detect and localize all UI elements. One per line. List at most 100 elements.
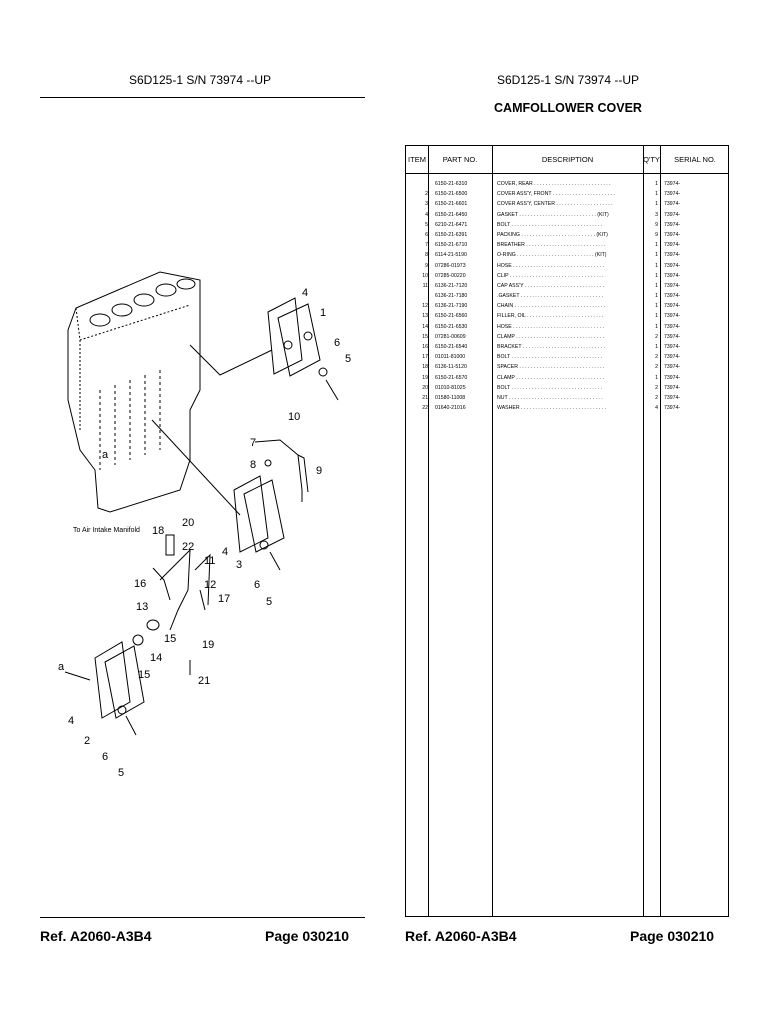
callout: 5 [118, 767, 124, 779]
left-footer-rule [40, 917, 365, 918]
qty-cell: 2 [655, 394, 658, 401]
qty-cell: 9 [655, 231, 658, 238]
oil-filler [159, 548, 191, 631]
callout: 12 [204, 579, 216, 591]
qty-cell: 1 [655, 374, 658, 381]
serial-no-cell: 73974- [664, 405, 681, 412]
item-cell: 10 [422, 272, 428, 279]
to-air-intake-label: To Air Intake Manifold [73, 527, 140, 534]
callout: 11 [204, 555, 215, 567]
callout: 1 [320, 307, 326, 319]
front-gasket [94, 641, 131, 719]
callout: 21 [198, 675, 210, 687]
callout: 14 [150, 652, 162, 664]
part-no-cell: 6114-21-5190 [435, 252, 467, 259]
table-row: 22 01640-21016 WASHER . . . . . . . . . . … [406, 404, 728, 414]
serial-no-cell: 73974- [664, 272, 681, 279]
serial-no-cell: 73974- [664, 323, 681, 330]
rear-gasket [267, 297, 303, 375]
qty-cell: 2 [655, 384, 658, 391]
callout: 8 [250, 459, 256, 471]
qty-cell: 1 [655, 262, 658, 269]
table-row: 13 6150-21-6560 FILLER, OIL . . . . . . . … [406, 312, 728, 322]
description-cell: CAP ASS'Y . . . . . . . . . . . . . . . … [497, 282, 605, 289]
item-cell: 13 [422, 313, 428, 320]
qty-cell: 1 [655, 293, 658, 300]
callout: 4 [302, 287, 308, 299]
callout: 19 [202, 639, 214, 651]
item-cell: 19 [422, 374, 428, 381]
col-divider [643, 146, 644, 916]
serial-no-cell: 73974- [664, 262, 681, 269]
part-no-cell: 6150-21-6391 [435, 231, 468, 238]
description-cell: COVER, REAR . . . . . . . . . . . . . . … [497, 181, 611, 187]
description-cell: BREATHER . . . . . . . . . . . . . . . .… [497, 242, 606, 249]
serial-no-cell: 73974- [664, 231, 681, 238]
part-no-cell: 07286-01973 [435, 262, 466, 269]
serial-no-cell: 73974- [664, 293, 681, 300]
callout: 17 [218, 593, 230, 605]
description-cell: GASKET . . . . . . . . . . . . . . . . .… [497, 211, 609, 218]
description-cell: HOSE . . . . . . . . . . . . . . . . . .… [497, 262, 604, 269]
breather [254, 439, 303, 491]
table-row: 6136-21-7180.GASKET . . . . . . . . . . … [406, 292, 728, 302]
description-cell: COVER ASS'Y, CENTER . . . . . . . . . . … [497, 201, 613, 208]
page-title: CAMFOLLOWER COVER [494, 101, 642, 115]
part-no-cell: 6150-21-6560 [435, 313, 468, 320]
item-cell: 11 [422, 282, 428, 289]
item-cell: 22 [422, 405, 428, 412]
callout: 5 [266, 596, 272, 608]
item-cell: 16 [422, 344, 428, 350]
callout: 15 [138, 669, 150, 681]
part-no-cell: 6150-21-6450 [435, 211, 468, 218]
callout: 22 [182, 541, 194, 553]
part-no-cell: 6150-21-6310 [435, 181, 468, 187]
description-cell: PACKING . . . . . . . . . . . . . . . . … [497, 231, 608, 238]
description-cell: BOLT . . . . . . . . . . . . . . . . . .… [497, 384, 603, 391]
serial-no-cell: 73974- [664, 242, 681, 249]
description-cell: FILLER, OIL . . . . . . . . . . . . . . … [497, 313, 604, 320]
serial-no-cell: 73974- [664, 374, 681, 381]
left-footer-page: Page 030210 [265, 928, 350, 944]
part-no-cell: 01640-21016 [435, 405, 466, 412]
description-cell: .GASKET . . . . . . . . . . . . . . . . … [497, 293, 603, 300]
left-footer-ref: Ref. A2060-A3B4 [40, 928, 152, 944]
serial-no-cell: 73974- [664, 303, 681, 310]
description-cell: CLAMP . . . . . . . . . . . . . . . . . … [497, 333, 605, 340]
serial-no-cell: 73974- [664, 364, 681, 371]
table-header: ITEM PART NO. DESCRIPTION Q'TY SERIAL NO… [406, 146, 728, 174]
part-no-cell: 07285-00220 [435, 272, 466, 279]
part-no-cell: 6150-21-6540 [435, 344, 468, 350]
part-no-cell: 6136-21-7190 [435, 303, 468, 310]
header-item: ITEM [408, 155, 426, 164]
part-no-cell: 6150-21-6570 [435, 374, 468, 381]
item-cell: 17 [422, 354, 428, 361]
item-cell: 18 [422, 364, 428, 371]
engine-block [67, 271, 201, 513]
item-cell: 14 [422, 323, 428, 330]
serial-no-cell: 73974- [664, 313, 681, 320]
qty-cell: 1 [655, 191, 658, 198]
callout: 6 [102, 751, 108, 763]
item-cell: 20 [422, 384, 428, 391]
qty-cell: 2 [655, 364, 658, 371]
callout: 20 [182, 517, 194, 529]
callout: 10 [288, 411, 300, 423]
qty-cell: 1 [655, 323, 658, 330]
part-no-cell: 6210-21-6471 [435, 221, 468, 228]
qty-cell: 1 [655, 181, 658, 187]
serial-no-cell: 73974- [664, 201, 681, 208]
description-cell: WASHER . . . . . . . . . . . . . . . . .… [497, 405, 607, 412]
header-qty: Q'TY [643, 155, 660, 164]
description-cell: CLAMP . . . . . . . . . . . . . . . . . … [497, 374, 605, 381]
